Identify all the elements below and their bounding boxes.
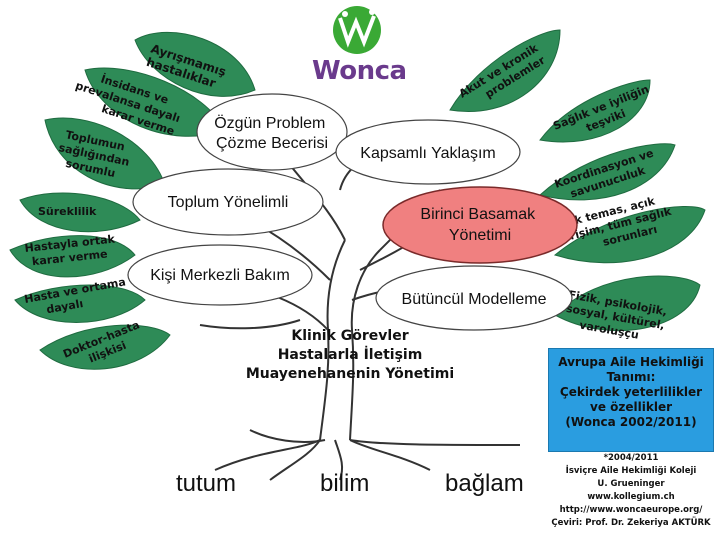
oval-problem-solving: Özgün Problem Çözme Becerisi (196, 93, 348, 171)
right-leaves (449, 29, 706, 332)
wonca-logo-text: Wonca (312, 56, 407, 86)
svg-text:Özgün Problem Çözme Be: Özgün Problem Çözme Becerisi (214, 114, 330, 152)
definition-box: Avrupa Aile Hekimliği Tanımı: Çekirdek y… (548, 348, 714, 452)
leaf-shape (538, 143, 676, 201)
wonca-logo-icon (333, 6, 381, 54)
credit-line: İsviçre Aile Hekimliği Koleji (565, 466, 697, 476)
leaf-label: Süreklilik (38, 205, 97, 218)
oval-label: Kişi Merkezli Bakım (150, 267, 290, 284)
leaf-shape (539, 79, 651, 143)
credit-line: U. Grueninger (597, 479, 665, 489)
oval-label: Kapsamlı Yaklaşım (360, 145, 495, 162)
leaf-shape (134, 31, 256, 97)
oval-label: Çözme Becerisi (216, 135, 328, 152)
definition-line: (Wonca 2002/2011) (565, 415, 697, 429)
oval-person-centred: Kişi Merkezli Bakım (127, 244, 313, 306)
oval-community: Toplum Yönelimli (132, 168, 324, 236)
oval-label: Özgün Problem (214, 114, 325, 132)
credit-link[interactable]: http://www.woncaeurope.org/ (559, 505, 703, 515)
credit-link[interactable]: www.kollegium.ch (587, 492, 675, 502)
ovals: Özgün Problem Çözme Becerisi Kapsamlı Ya… (127, 93, 578, 331)
credit-line: *2004/2011 (603, 453, 659, 463)
leaf-shape (554, 275, 701, 332)
definition-line: ve özellikler (590, 400, 672, 414)
leaf-shape (39, 324, 171, 370)
definition-line: Avrupa Aile Hekimliği (558, 355, 704, 369)
credits: *2004/2011 İsviçre Aile Hekimliği Koleji… (548, 452, 714, 530)
root-label: bilim (320, 470, 370, 497)
definition-line: Tanımı: (606, 370, 656, 384)
leaf-shape (553, 205, 706, 264)
task-item: Hastalarla İletişim (277, 347, 423, 363)
oval-comprehensive: Kapsamlı Yaklaşım (335, 119, 521, 185)
oval-label: Birinci Basamak (420, 206, 536, 223)
oval-label: Bütüncül Modelleme (402, 291, 547, 308)
leaf-shape (14, 284, 146, 323)
leaf-shape (449, 29, 561, 112)
leaf-shape (9, 235, 136, 278)
svg-text:Birinci Basamak Yöneti: Birinci Basamak Yönetimi (420, 206, 539, 244)
leaf-label: dayalı (45, 297, 84, 316)
oval-primary-care: Birinci Basamak Yönetimi (382, 186, 578, 264)
left-leaves (9, 31, 256, 370)
oval-label: Yönetimi (449, 227, 511, 244)
credit-line: Çeviri: Prof. Dr. Zekeriya AKTÜRK (551, 518, 711, 528)
leaf-shape (19, 192, 141, 233)
task-item: Klinik Görevler (291, 328, 409, 344)
root-label: bağlam (445, 470, 524, 497)
definition-line: Çekirdek yeterlilikler (559, 385, 703, 399)
root-label: tutum (176, 470, 237, 497)
oval-label: Toplum Yönelimli (168, 194, 289, 211)
core-tasks: Klinik Görevler Hastalarla İletişim Muay… (240, 327, 460, 384)
oval-holistic: Bütüncül Modelleme (375, 265, 573, 331)
task-item: Muayenehanenin Yönetimi (245, 366, 455, 382)
